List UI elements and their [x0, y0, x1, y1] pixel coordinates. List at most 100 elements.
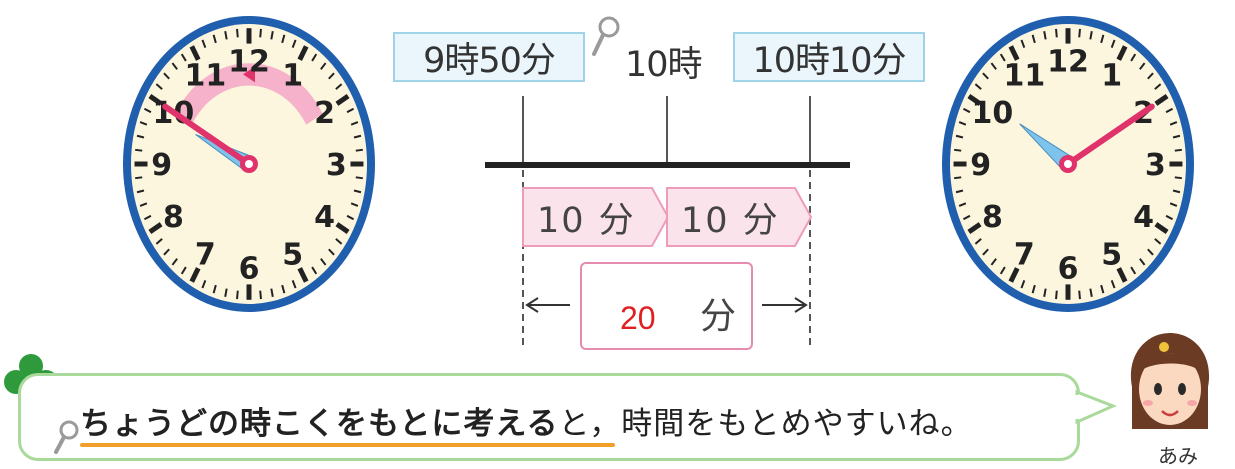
clock-tick	[163, 248, 170, 256]
clock-tick	[990, 62, 997, 70]
clock-number: 4	[314, 200, 335, 235]
clock-tick	[955, 189, 964, 194]
label-mid-time: 10時	[625, 45, 703, 85]
clock-tick	[1055, 290, 1058, 300]
clock-tick	[1008, 267, 1020, 283]
clock-tick	[1165, 214, 1174, 221]
magnifier-icon	[54, 420, 79, 454]
clock-number: 10	[972, 96, 1014, 131]
clock-tick	[1110, 39, 1116, 48]
clock-tick	[990, 258, 997, 266]
clock-tick	[962, 214, 971, 221]
clock-tick	[1169, 121, 1178, 126]
clock-tick	[355, 148, 363, 152]
label-end-time: 10時10分	[733, 32, 925, 82]
clock-tick	[1130, 53, 1137, 62]
clock-tick	[1174, 148, 1182, 152]
clock-tick	[224, 30, 228, 40]
clock-tick	[1110, 280, 1116, 289]
clock-tick	[1089, 30, 1093, 40]
segment-2-shape	[666, 187, 813, 247]
clock-tick	[171, 62, 178, 70]
clock-left: 121234567891011	[123, 16, 375, 312]
clock-number: 1	[282, 58, 303, 93]
clock-tick	[335, 238, 343, 245]
clock-tick	[958, 202, 967, 207]
clock-tick	[1008, 45, 1020, 61]
emphasis-underline	[80, 443, 615, 447]
clock-number: 12	[1047, 44, 1089, 79]
segment-2-label: 10 分	[681, 200, 780, 241]
clock-tick	[311, 266, 318, 275]
clock-tick	[143, 214, 152, 221]
clock-tick	[346, 107, 355, 114]
avatar	[1130, 333, 1210, 429]
clock-number: 7	[1014, 238, 1035, 273]
label-start-time: 9時50分	[393, 32, 585, 82]
clock-tick	[335, 94, 350, 106]
clock-tick	[967, 94, 982, 106]
clock-tick	[270, 288, 274, 298]
clock-number: 8	[163, 200, 184, 235]
clock-tick	[1020, 39, 1026, 48]
clock-tick	[1100, 34, 1105, 44]
clock-tick	[335, 222, 350, 234]
clock-tick	[350, 121, 359, 126]
clock-tick	[136, 189, 145, 194]
clock-number: 6	[239, 252, 260, 287]
elapsed-arc	[175, 63, 323, 125]
clock-tick	[355, 176, 363, 180]
clock-tick	[1139, 258, 1146, 266]
clock-tick	[1043, 288, 1047, 298]
clock-number: 1	[1101, 58, 1122, 93]
clock-tick	[958, 121, 967, 126]
clock-tick	[1089, 288, 1093, 298]
clock-tick	[180, 53, 187, 62]
clock-number: 5	[282, 238, 303, 273]
clock-tick	[999, 266, 1006, 275]
clock-tick	[982, 248, 989, 256]
clock-tick	[143, 107, 152, 114]
clock-number: 11	[1003, 58, 1045, 93]
clock-tick	[982, 72, 989, 80]
arrow-right-icon	[794, 297, 808, 313]
clock-tick	[1139, 62, 1146, 70]
magnifier-icon	[592, 16, 620, 56]
clock-tick	[1154, 222, 1169, 234]
clock-number: 5	[1101, 238, 1122, 273]
clock-tick	[954, 148, 962, 152]
clock-tick	[1147, 72, 1154, 80]
clock-tick	[954, 176, 962, 180]
arrow-left-icon	[525, 297, 539, 313]
clock-tick	[136, 134, 145, 139]
speech-emphasis: ちょうどの時こくをもとに考える	[80, 406, 559, 442]
clock-number: 9	[970, 148, 991, 183]
clock-tick	[148, 222, 163, 234]
clock-number: 3	[1145, 148, 1166, 183]
clock-number: 4	[1133, 200, 1154, 235]
clock-tick	[189, 267, 201, 283]
clock-tick	[281, 284, 286, 294]
clock-tick	[353, 189, 362, 194]
segment-1-label: 10 分	[537, 200, 636, 241]
clock-tick	[1172, 134, 1181, 139]
clock-tick	[311, 53, 318, 62]
clock-tick	[1078, 290, 1081, 300]
clock-tick	[189, 45, 201, 61]
clock-tick	[297, 45, 309, 61]
speech-tail	[1073, 389, 1117, 425]
clock-tick	[259, 28, 262, 38]
clock-number: 7	[195, 238, 216, 273]
clock-tick	[1174, 176, 1182, 180]
clock-tick	[155, 83, 163, 90]
clock-tick	[171, 258, 178, 266]
clock-tick	[1165, 107, 1174, 114]
clock-tick	[1055, 28, 1058, 38]
arc-arrow-icon	[243, 66, 255, 83]
clock-tick	[320, 62, 327, 70]
answer-value: 20	[620, 300, 656, 336]
clock-pin-center	[245, 160, 253, 168]
clock-tick	[163, 72, 170, 80]
minute-hand	[1065, 103, 1155, 167]
clock-tick	[148, 94, 163, 106]
